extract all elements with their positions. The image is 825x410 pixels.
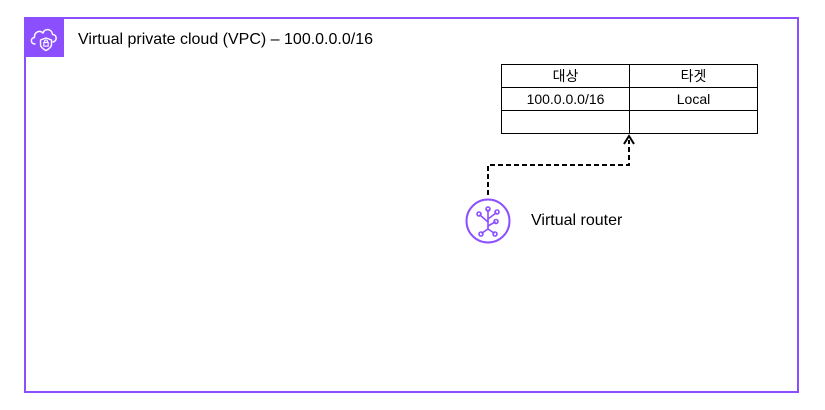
table-row [501, 110, 758, 134]
route-destination-cell [501, 110, 630, 134]
route-target-cell: Local [629, 87, 758, 111]
router-label: Virtual router [531, 212, 623, 229]
route-table: 대상 타겟 100.0.0.0/16 Local [501, 64, 758, 134]
route-target-cell [629, 110, 758, 134]
vpc-boundary [24, 17, 799, 393]
vpc-cloud-lock-icon [30, 28, 57, 52]
vpc-title: Virtual private cloud (VPC) – 100.0.0.0/… [78, 31, 373, 48]
column-header-target: 타겟 [629, 64, 758, 88]
virtual-router-icon [465, 198, 511, 244]
vpc-badge [24, 17, 64, 57]
table-row: 100.0.0.0/16 Local [501, 87, 758, 111]
